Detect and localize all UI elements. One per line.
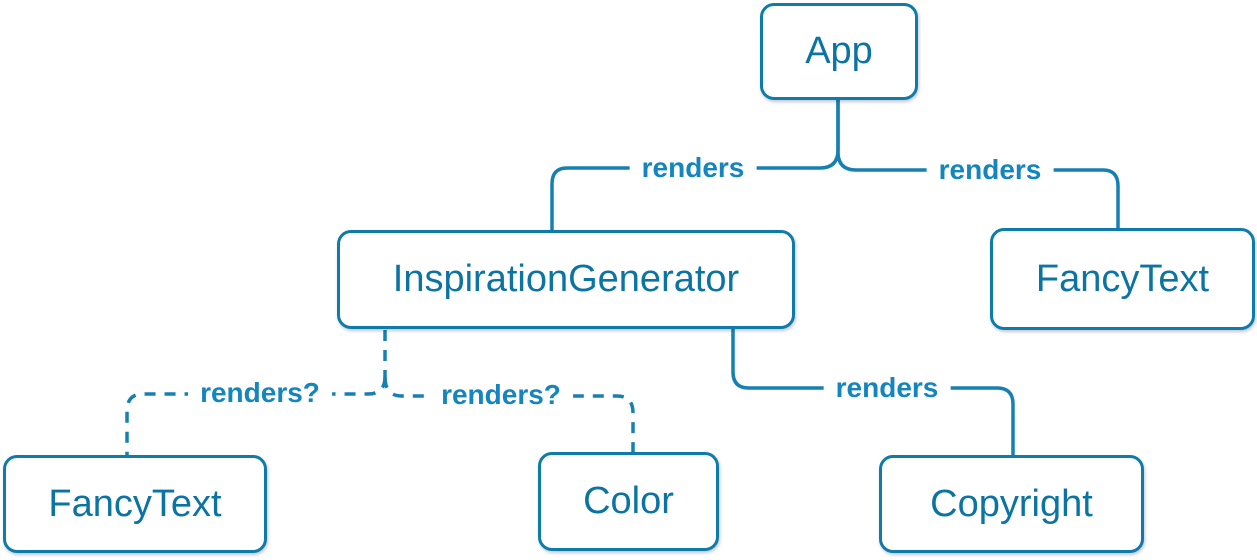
edge-inspirationgenerator-to-fancytext-line [125,376,387,456]
node-inspiration-generator-label: InspirationGenerator [392,258,740,300]
edge-label-inspirationgenerator-copyright: renders [823,371,951,405]
edge-label-app-fancytext: renders [926,153,1054,187]
node-copyright-label: Copyright [930,482,1093,525]
node-fancy-text-bottom: FancyText [3,455,267,553]
node-app: App [760,3,918,100]
edge-label-inspirationgenerator-fancytext: renders? [188,376,332,410]
edge-inspirationgenerator-to-color-line [383,376,635,453]
node-app-label: App [805,30,873,72]
node-fancy-text-bottom-label: FancyText [48,482,222,525]
edge-label-app-inspirationgenerator: renders [629,151,757,185]
node-fancy-text-top-label: FancyText [1035,257,1210,300]
node-color-label: Color [583,480,674,522]
node-fancy-text-top: FancyText [990,228,1255,330]
node-color: Color [538,452,719,551]
node-copyright: Copyright [879,455,1144,553]
edge-label-inspirationgenerator-color: renders? [429,378,573,412]
node-inspiration-generator: InspirationGenerator [337,230,795,329]
